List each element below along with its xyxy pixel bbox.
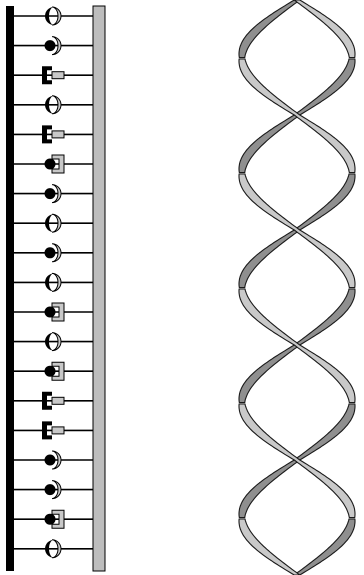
base-pair [14,392,93,410]
helix-strand-1-front [239,404,355,518]
base-pair [14,125,93,143]
base-pair [14,214,93,232]
helix-strand-2-front [239,59,355,173]
base-pair [14,451,93,469]
base-pair [14,333,93,351]
grey-base [52,131,64,138]
black-backbone-strand [6,6,14,571]
helix-strand-1-front [294,0,355,58]
black-base [45,307,56,318]
black-base [45,159,56,170]
base-pair-ladder [6,6,105,571]
helix-strand-2-front [239,289,355,403]
grey-base [52,397,64,404]
base-pair [14,7,93,25]
black-base [45,455,56,466]
base-pair [14,510,93,528]
black-base [45,188,56,199]
base-pair [14,303,93,321]
base-pair [14,155,93,173]
base-pair [14,421,93,439]
base-pair [14,96,93,114]
base-pair [14,362,93,380]
double-helix-ribbon [239,0,355,575]
helix-strand-2-front [239,519,300,575]
base-pair [14,66,93,84]
black-base [45,484,56,495]
base-pair [14,37,93,55]
black-base [45,247,56,258]
helix-strand-1-back [294,519,355,575]
grey-backbone-strand [93,6,105,571]
base-pair [14,481,93,499]
base-pair [14,244,93,262]
base-pair [14,540,93,558]
base-pair [14,273,93,291]
helix-strand-2-back [239,0,300,58]
black-base [45,366,56,377]
grey-base [52,427,64,434]
black-base [45,514,56,525]
black-base [45,40,56,51]
base-pair [14,185,93,203]
helix-strand-1-front [239,174,355,288]
grey-base [52,72,64,79]
